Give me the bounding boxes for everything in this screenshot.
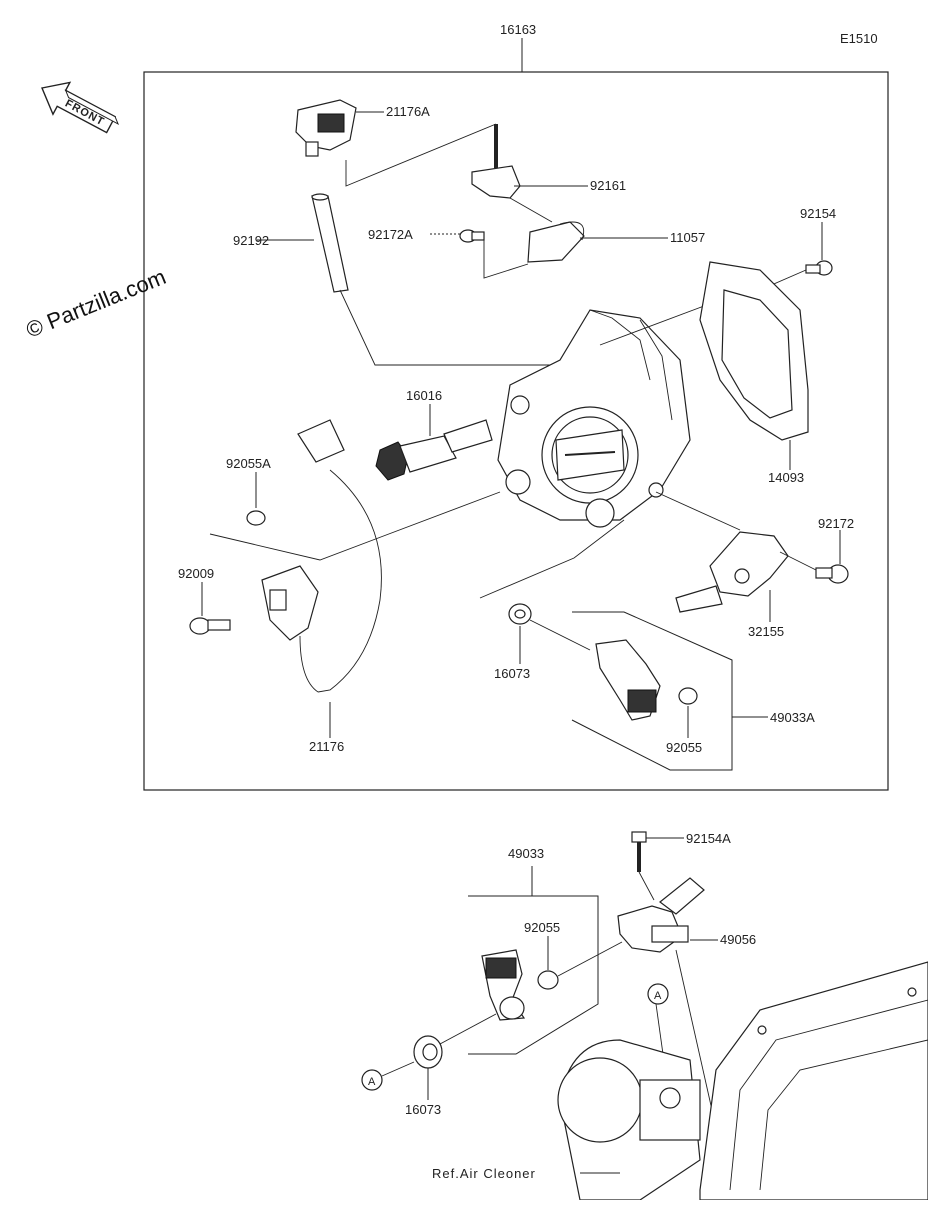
- label-92154[interactable]: 92154: [800, 206, 836, 221]
- svg-text:A: A: [654, 990, 662, 1002]
- bolt-92154-icon: [805, 260, 833, 276]
- label-16016[interactable]: 16016: [406, 388, 442, 403]
- label-49033a[interactable]: 49033A: [770, 710, 815, 725]
- screw-92172-icon: [815, 564, 849, 584]
- label-92172[interactable]: 92172: [818, 516, 854, 531]
- sensor-49033a-icon: [595, 639, 661, 721]
- label-16073-bottom[interactable]: 16073: [405, 1102, 441, 1117]
- oring-92055a-icon: [246, 510, 266, 526]
- label-16163[interactable]: 16163: [500, 22, 536, 37]
- kit-49033-outline: [468, 895, 599, 1055]
- bolt-92154a-icon: [631, 831, 647, 872]
- label-32155[interactable]: 32155: [748, 624, 784, 639]
- label-92154a[interactable]: 92154A: [686, 831, 731, 846]
- kit-49033a-outline: [571, 611, 733, 771]
- label-21176a[interactable]: 21176A: [386, 104, 430, 119]
- air-cleaner-housing-icon: [557, 961, 928, 1201]
- screw-92172a-icon: [459, 229, 485, 243]
- watermark: © Partzilla.com: [23, 264, 170, 343]
- valve-16016-icon: [375, 419, 493, 481]
- throttle-body-icon: [497, 309, 691, 528]
- sensor-harness-21176-icon: [261, 419, 382, 693]
- diagram-code: E1510: [840, 31, 878, 46]
- label-49033[interactable]: 49033: [508, 846, 544, 861]
- washer-16073-bottom-icon: [413, 1035, 443, 1069]
- sensor-49056-icon: [617, 877, 705, 953]
- label-21176[interactable]: 21176: [309, 739, 344, 754]
- label-92055-bottom[interactable]: 92055: [524, 920, 560, 935]
- washer-16073-top-icon: [508, 603, 532, 625]
- label-92161[interactable]: 92161: [590, 178, 626, 193]
- label-92055a[interactable]: 92055A: [226, 456, 271, 471]
- screw-92009-icon: [189, 617, 231, 635]
- hose-92192-icon: [311, 193, 349, 293]
- front-arrow-icon: FRONT: [41, 81, 120, 134]
- callout-a-left: A: [361, 1069, 383, 1091]
- svg-text:A: A: [368, 1076, 376, 1088]
- label-49056[interactable]: 49056: [720, 932, 756, 947]
- label-11057[interactable]: 11057: [670, 230, 705, 245]
- bolt-92161-icon: [471, 124, 521, 199]
- label-92055-top[interactable]: 92055: [666, 740, 702, 755]
- sensor-32155-icon: [675, 531, 789, 613]
- label-14093[interactable]: 14093: [768, 470, 804, 485]
- sensor-49033-icon: [481, 949, 526, 1021]
- sensor-21176a-icon: [295, 99, 357, 157]
- assembly-frame: [143, 71, 889, 791]
- label-16073-top[interactable]: 16073: [494, 666, 530, 681]
- label-92192[interactable]: 92192: [233, 233, 269, 248]
- callout-a-right: A: [647, 983, 669, 1005]
- label-92172a[interactable]: 92172A: [368, 227, 413, 242]
- clip-11057-icon: [527, 221, 585, 263]
- cover-14093-icon: [699, 261, 809, 441]
- oring-92055-bottom-icon: [537, 970, 559, 990]
- ref-air-cleaner-label: Ref.Air Cleoner: [432, 1166, 536, 1181]
- label-92009[interactable]: 92009: [178, 566, 214, 581]
- oring-92055-top-icon: [678, 687, 698, 705]
